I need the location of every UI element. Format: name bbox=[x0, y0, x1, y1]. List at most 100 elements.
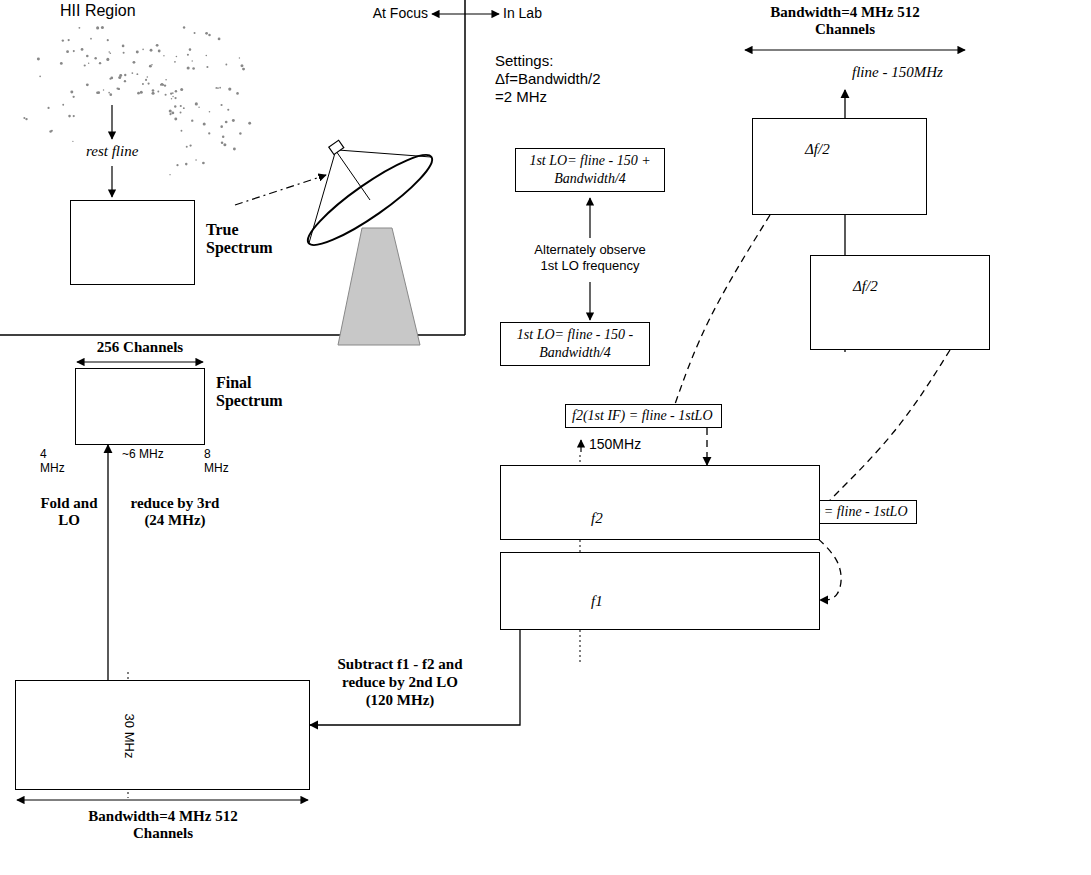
cloud-dot bbox=[88, 62, 89, 63]
cloud-dot bbox=[103, 89, 104, 90]
cloud-dot bbox=[233, 148, 236, 151]
node-text: f2(1st IF) = fline - 1stLO bbox=[572, 408, 715, 424]
cloud-dot bbox=[219, 87, 221, 89]
cloud-dot bbox=[175, 90, 177, 92]
cloud-dot bbox=[195, 159, 197, 161]
cloud-dot bbox=[174, 97, 176, 99]
cloud-dot bbox=[108, 92, 110, 94]
cloud-dot bbox=[131, 72, 133, 74]
cloud-dot bbox=[149, 65, 152, 68]
cloud-dot bbox=[78, 27, 80, 29]
cloud-dot bbox=[66, 50, 69, 53]
cloud-dot bbox=[218, 38, 221, 41]
cloud-dot bbox=[242, 68, 245, 71]
axis-tick-label: ~6 MHz bbox=[122, 447, 164, 461]
cloud-dot bbox=[137, 92, 140, 95]
cloud-dot bbox=[174, 105, 176, 107]
cloud-dot bbox=[47, 107, 49, 109]
alternate-arrow bbox=[589, 198, 590, 238]
telescope bbox=[299, 140, 440, 345]
cloud-dot bbox=[84, 64, 86, 66]
cloud-dot bbox=[150, 49, 153, 52]
node-text: f1 bbox=[591, 593, 603, 610]
node-text: 1st LO= fline - 150 - Bandwidth/4 bbox=[507, 326, 643, 362]
cloud-dot bbox=[142, 83, 144, 85]
focus-lab-arrow bbox=[432, 13, 499, 14]
cloud-dot bbox=[157, 91, 159, 93]
cloud-dot bbox=[172, 92, 174, 94]
emission-arrow bbox=[111, 166, 112, 197]
connector bbox=[310, 630, 520, 725]
frequency-label: 150MHz bbox=[589, 436, 641, 452]
cloud-dot bbox=[81, 48, 84, 51]
node-text: True Spectrum bbox=[206, 221, 291, 257]
cloud-dot bbox=[183, 26, 185, 28]
cloud-dot bbox=[140, 91, 143, 94]
cloud-dot bbox=[62, 39, 64, 41]
spectrum-plot: f2 bbox=[500, 465, 820, 540]
settings-note: Settings: Δf=Bandwidth/2 =2 MHz bbox=[495, 52, 615, 106]
cloud-dot bbox=[161, 83, 164, 86]
cloud-dot bbox=[232, 119, 235, 122]
spectrum-plot: Final Spectrum bbox=[75, 368, 205, 445]
cloud-dot bbox=[206, 66, 208, 68]
cloud-dot bbox=[172, 96, 173, 97]
cloud-dot bbox=[205, 55, 207, 57]
cloud-dot bbox=[122, 45, 125, 48]
cloud-dot bbox=[185, 163, 188, 166]
cloud-dot bbox=[142, 49, 144, 51]
cloud-dot bbox=[180, 112, 182, 114]
bandwidth-label: Bandwidth=4 MHz 512 Channels bbox=[88, 808, 238, 842]
cloud-dot bbox=[225, 121, 228, 124]
cloud-dot bbox=[124, 74, 126, 76]
alternate-arrow bbox=[589, 282, 590, 320]
side-label: At Focus bbox=[340, 5, 428, 21]
cloud-dot bbox=[158, 50, 161, 53]
cloud-dot bbox=[152, 92, 155, 95]
cloud-dot bbox=[220, 125, 223, 128]
cloud-dot bbox=[156, 44, 159, 47]
spectrum-plot: Δf/2 bbox=[752, 118, 927, 215]
cloud-dot bbox=[152, 89, 155, 92]
cloud-dot bbox=[60, 62, 63, 65]
cloud-dot bbox=[99, 62, 101, 64]
cloud-dot bbox=[171, 98, 172, 99]
bandwidth-arrow bbox=[745, 49, 965, 50]
cloud-dot bbox=[239, 57, 240, 58]
axis-tick-label: 4 MHz bbox=[40, 447, 74, 475]
cloud-dot bbox=[187, 66, 190, 69]
cloud-dot bbox=[187, 54, 189, 56]
bandwidth-label: Bandwidth=4 MHz 512 Channels bbox=[770, 4, 920, 38]
note-label: Alternately observe 1st LO frequency bbox=[525, 242, 655, 274]
hii-cloud bbox=[23, 26, 251, 175]
cloud-dot bbox=[217, 87, 219, 89]
axis-label: fline - 150MHz bbox=[852, 64, 943, 81]
cloud-dot bbox=[181, 130, 183, 132]
spectrum-plot: 30 MHz bbox=[15, 680, 310, 790]
cloud-dot bbox=[49, 130, 52, 133]
cloud-dot bbox=[180, 88, 183, 91]
cloud-dot bbox=[62, 104, 64, 106]
cloud-dot bbox=[183, 107, 185, 109]
cloud-dot bbox=[221, 142, 224, 145]
node-text: 1st LO= fline - 150 + Bandwidth/4 bbox=[522, 152, 658, 188]
spectrum-plot: Δf/2 bbox=[810, 255, 990, 350]
step-label: Fold and LO bbox=[36, 495, 102, 529]
step-label: reduce by 3rd (24 MHz) bbox=[120, 495, 230, 529]
cloud-dot bbox=[174, 118, 177, 121]
cloud-dot bbox=[203, 123, 206, 126]
channels-arrow bbox=[77, 361, 203, 362]
cloud-dot bbox=[37, 58, 40, 61]
cloud-dot bbox=[192, 67, 195, 70]
cloud-dot bbox=[176, 164, 178, 166]
channels-label: 256 Channels bbox=[75, 339, 205, 356]
cloud-dot bbox=[133, 61, 136, 64]
cloud-dot bbox=[72, 96, 74, 98]
cloud-dot bbox=[208, 132, 210, 134]
cloud-dot bbox=[215, 87, 217, 89]
cloud-dot bbox=[191, 120, 193, 122]
cloud-dot bbox=[169, 113, 171, 115]
cloud-dot bbox=[198, 107, 200, 109]
cloud-dot bbox=[222, 136, 224, 138]
